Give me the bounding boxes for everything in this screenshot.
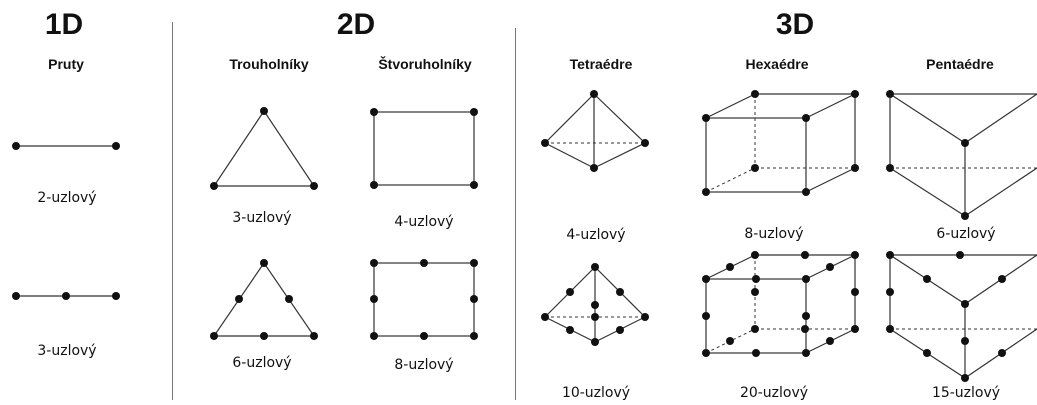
caption-pentahedron-6-node: 6-uzlový xyxy=(936,226,996,242)
pentahedron-15-node xyxy=(886,251,1037,382)
separator-1d-2d xyxy=(172,22,173,400)
caption-rod-2-node: 2-uzlový xyxy=(37,190,97,206)
rod-2-node xyxy=(12,142,120,150)
caption-tetrahedron-4-node: 4-uzlový xyxy=(566,227,626,243)
rod-3-node xyxy=(12,292,120,300)
caption-pentahedron-15-node: 15-uzlový xyxy=(931,385,1001,401)
group-label-stvoruholniky: Štvoruholníky xyxy=(378,56,472,72)
group-label-hexaedre: Hexaédre xyxy=(745,56,809,72)
separator-2d-3d xyxy=(515,28,516,400)
quad-8-node xyxy=(370,259,478,340)
heading-3d: 3D xyxy=(775,8,815,41)
caption-tetrahedron-10-node: 10-uzlový xyxy=(561,385,631,401)
tetrahedron-4-node xyxy=(541,90,649,172)
group-label-pentaedre: Pentaédre xyxy=(926,56,994,72)
group-label-tetraedre: Tetraédre xyxy=(569,56,633,72)
caption-quad-4-node: 4-uzlový xyxy=(394,214,454,230)
caption-rod-3-node: 3-uzlový xyxy=(37,343,97,359)
heading-1d: 1D xyxy=(44,8,84,41)
group-label-pruty: Pruty xyxy=(48,56,84,72)
heading-2d: 2D xyxy=(336,8,376,41)
group-label-trouholniky: Trouholníky xyxy=(229,56,309,72)
tetrahedron-10-node xyxy=(541,263,649,346)
caption-triangle-6-node: 6-uzlový xyxy=(232,355,292,371)
caption-hexahedron-8-node: 8-uzlový xyxy=(744,226,804,242)
caption-quad-8-node: 8-uzlový xyxy=(394,357,454,373)
caption-hexahedron-20-node: 20-uzlový xyxy=(739,385,809,401)
triangle-3-node xyxy=(210,107,318,190)
hexahedron-20-node xyxy=(702,251,859,357)
hexahedron-8-node xyxy=(702,90,859,196)
pentahedron-6-node xyxy=(886,90,1037,220)
triangle-6-node xyxy=(210,259,318,340)
caption-triangle-3-node: 3-uzlový xyxy=(232,210,292,226)
quad-4-node xyxy=(370,108,478,189)
